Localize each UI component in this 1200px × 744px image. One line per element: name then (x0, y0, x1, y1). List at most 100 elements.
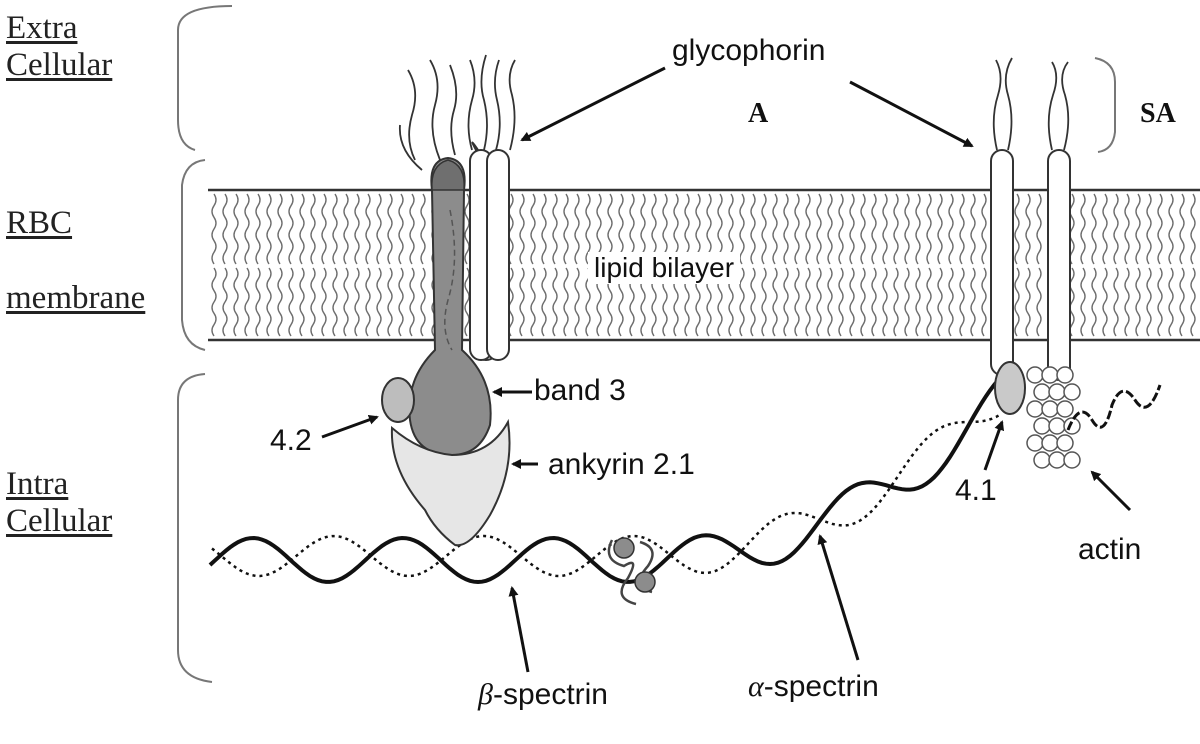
lipid-tail (552, 193, 558, 265)
lipid-tail (1179, 193, 1185, 265)
lipid-tail (288, 193, 294, 265)
lipid-tail (332, 193, 338, 265)
band-3-protein (408, 156, 492, 457)
lipid-tail (1190, 267, 1196, 337)
lipid-tail (332, 267, 338, 337)
protein-4-1-label: 4.1 (955, 474, 997, 507)
lipid-tail (871, 193, 877, 265)
lipid-tail (739, 193, 745, 265)
lipid-tail (398, 193, 404, 265)
lipid-tail (761, 267, 767, 337)
lipid-tail (904, 193, 910, 265)
lipid-tail (816, 267, 822, 337)
lipid-tail (321, 267, 327, 337)
lipid-tail (387, 267, 393, 337)
lipid-tail (530, 267, 536, 337)
lipid-tail (376, 267, 382, 337)
lipid-tail (1102, 267, 1108, 337)
lipid-tail (277, 193, 283, 265)
lipid-tail (937, 267, 943, 337)
lipid-tail (244, 267, 250, 337)
lipid-tail (1102, 193, 1108, 265)
lipid-tail (750, 193, 756, 265)
lipid-tail (420, 193, 426, 265)
band-3-label: band 3 (534, 374, 626, 407)
alpha-spectrin-label: α-spectrin (748, 672, 879, 702)
sa-bracket (1094, 57, 1116, 153)
lipid-tail (310, 267, 316, 337)
actin-monomer (1033, 417, 1051, 435)
actin-monomer (1063, 383, 1081, 401)
lipid-tail (255, 193, 261, 265)
lipid-tail (794, 193, 800, 265)
lipid-tail (365, 267, 371, 337)
alpha-spectrin-text: -spectrin (763, 670, 879, 703)
lipid-tail (1080, 193, 1086, 265)
lipid-tail (893, 193, 899, 265)
lipid-tail (871, 267, 877, 337)
lipid-tail (343, 267, 349, 337)
lipid-tail (959, 193, 965, 265)
membrane-brace (181, 159, 206, 351)
lipid-tail (805, 193, 811, 265)
lipid-tail (233, 193, 239, 265)
alpha-symbol: α (748, 670, 764, 703)
actin-wavy-strand (1066, 384, 1162, 431)
actin-monomer (1056, 434, 1074, 452)
lipid-tail (541, 193, 547, 265)
lipid-tail (860, 267, 866, 337)
extra-cellular-label: Extra Cellular (6, 10, 112, 84)
lipid-tail (838, 267, 844, 337)
extra-label-line1: Extra (6, 10, 78, 46)
actin-monomer (1063, 451, 1081, 469)
lipid-tail (277, 267, 283, 337)
lipid-tail (354, 267, 360, 337)
lipid-tail (508, 193, 514, 265)
lipid-tail (1146, 267, 1152, 337)
lipid-tail (948, 267, 954, 337)
protein42-arrow (321, 415, 379, 439)
lipid-tail (530, 193, 536, 265)
lipid-tail (959, 267, 965, 337)
beta-symbol: β (478, 678, 493, 711)
lipid-tail (1168, 193, 1174, 265)
glycophorin-a-complex (399, 54, 516, 362)
protein-4-1 (994, 361, 1026, 415)
lipid-tail (816, 193, 822, 265)
lipid-tail (882, 267, 888, 337)
rbc-membrane-label: RBC membrane (6, 205, 145, 317)
leader-arrows (321, 66, 1132, 673)
actin-monomer (1033, 451, 1051, 469)
lipid-tail (926, 193, 932, 265)
lipid-tail (750, 267, 756, 337)
lipid-tail (794, 267, 800, 337)
lipid-tail (552, 267, 558, 337)
actin-monomer (1048, 417, 1066, 435)
beta-spectrin-label: β-spectrin (478, 680, 608, 710)
lipid-tail (783, 193, 789, 265)
rbc-label-line1: RBC (6, 205, 73, 241)
lipid-tail (761, 193, 767, 265)
alpha-spectrin-strand (208, 379, 1000, 585)
lipid-tail (970, 267, 976, 337)
lipid-tail (244, 193, 250, 265)
lipid-tail (288, 267, 294, 337)
lipid-tail (739, 267, 745, 337)
glycophorin-sa-arrow (849, 80, 974, 148)
actin-monomer (1048, 383, 1066, 401)
extra-label-line2: Cellular (6, 46, 113, 83)
actin-filament (1026, 366, 1081, 469)
lipid-tail (915, 267, 921, 337)
ankyrin-label: ankyrin 2.1 (548, 448, 695, 481)
beta-spectrin-arrow (508, 586, 530, 673)
lipid-tail (1168, 267, 1174, 337)
lipid-tail (981, 193, 987, 265)
glycophorin-label: glycophorin (672, 34, 826, 67)
lipid-tail (299, 267, 305, 337)
lipid-tail (343, 193, 349, 265)
lipid-tail (541, 267, 547, 337)
lipid-tail (266, 267, 272, 337)
lipid-tail (827, 267, 833, 337)
lipid-tail (882, 193, 888, 265)
